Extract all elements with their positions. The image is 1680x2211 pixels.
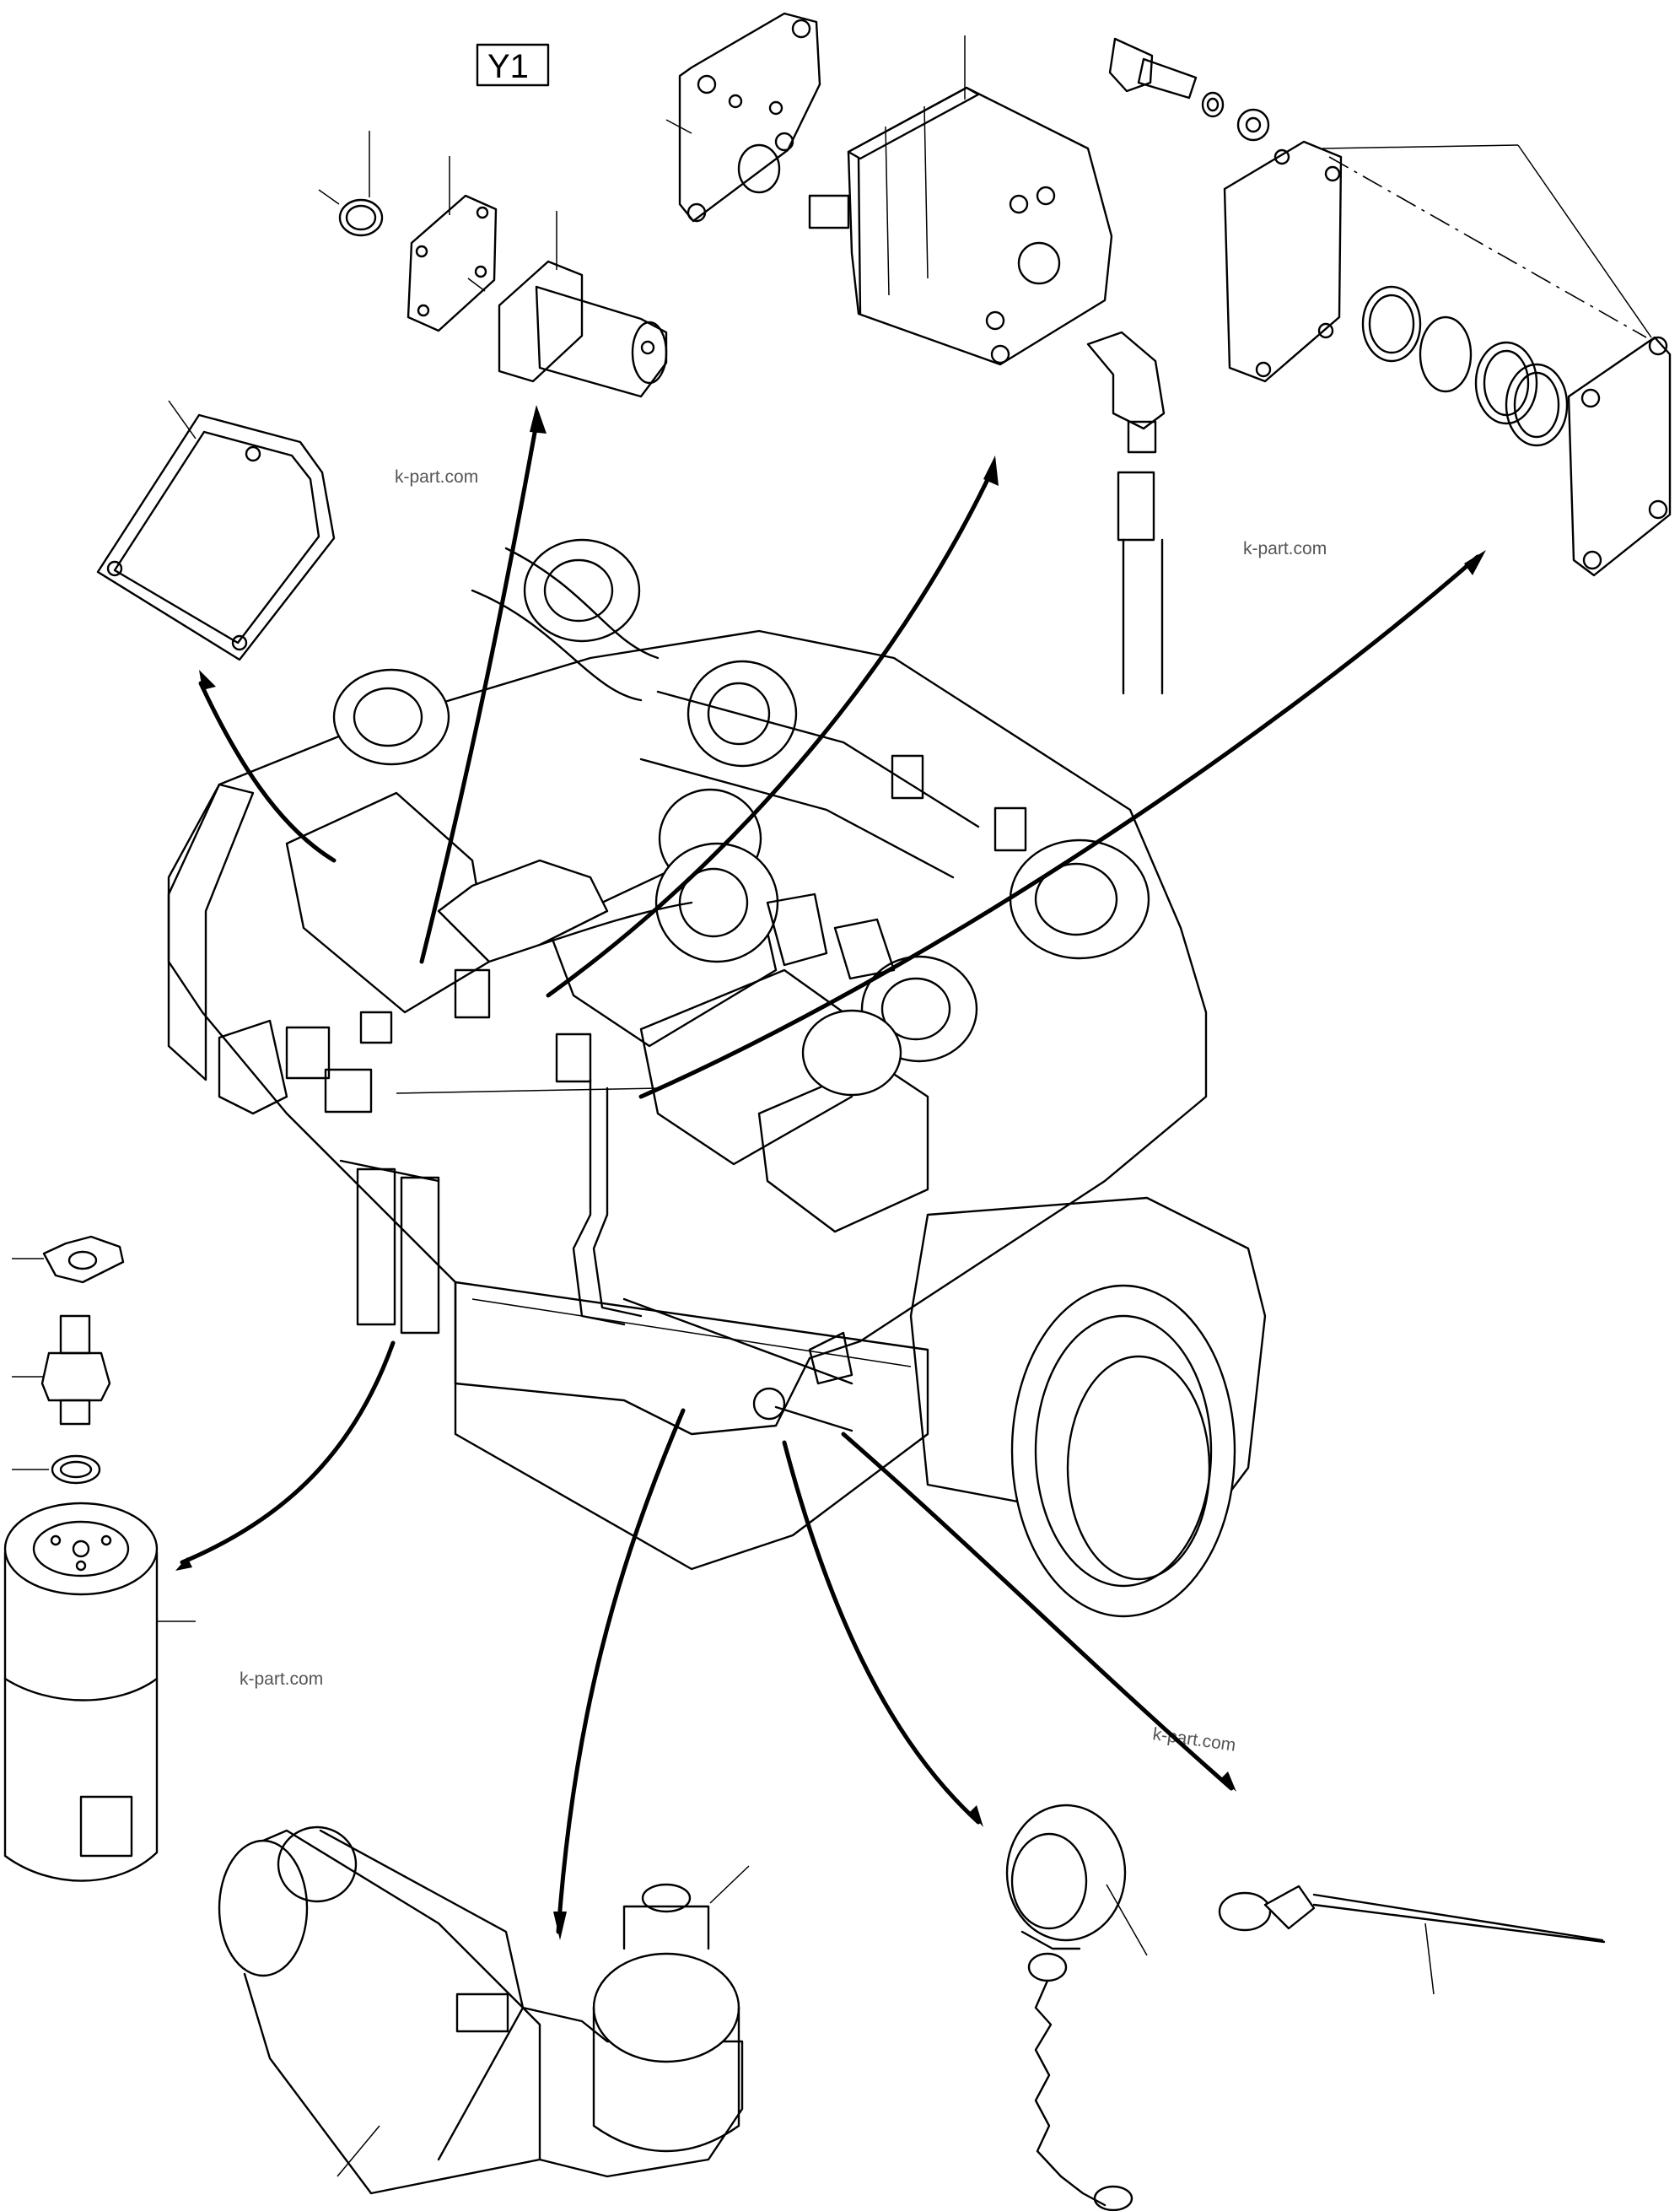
engine-assembly xyxy=(167,538,1267,1618)
watermark-3: k-part.com xyxy=(240,1669,323,1689)
seal-rings-set xyxy=(1361,285,1569,447)
valve-cover-gasket xyxy=(96,400,336,661)
sensor-housing xyxy=(498,211,668,398)
oil-dipstick xyxy=(1218,1885,1606,1995)
fuel-pump-body xyxy=(808,35,1113,366)
oil-filler-cap xyxy=(1005,1804,1148,2211)
bolt-and-washers xyxy=(1108,37,1270,142)
o-ring-top xyxy=(318,131,384,237)
diagram-label-y1: Y1 xyxy=(476,43,550,87)
o-ring-small xyxy=(12,1454,101,1485)
spin-on-oil-filter xyxy=(3,1502,196,1882)
watermark-2: k-part.com xyxy=(1243,539,1327,558)
pump-flange-plate xyxy=(665,12,821,223)
gasket-plate-small xyxy=(407,156,498,332)
cover-plate-right xyxy=(1322,144,1672,577)
side-cover-bracket xyxy=(1223,140,1343,383)
leader-curves xyxy=(175,405,1486,1940)
diagram-label-text: Y1 xyxy=(487,48,529,85)
centrifuge-oil-filter xyxy=(218,1825,750,2195)
fuel-hose-line xyxy=(1117,471,1164,695)
elbow-fitting xyxy=(1086,331,1166,454)
lock-washer xyxy=(12,1235,125,1284)
watermark-1: k-part.com xyxy=(395,467,478,487)
pressure-sensor-fitting xyxy=(12,1314,111,1426)
